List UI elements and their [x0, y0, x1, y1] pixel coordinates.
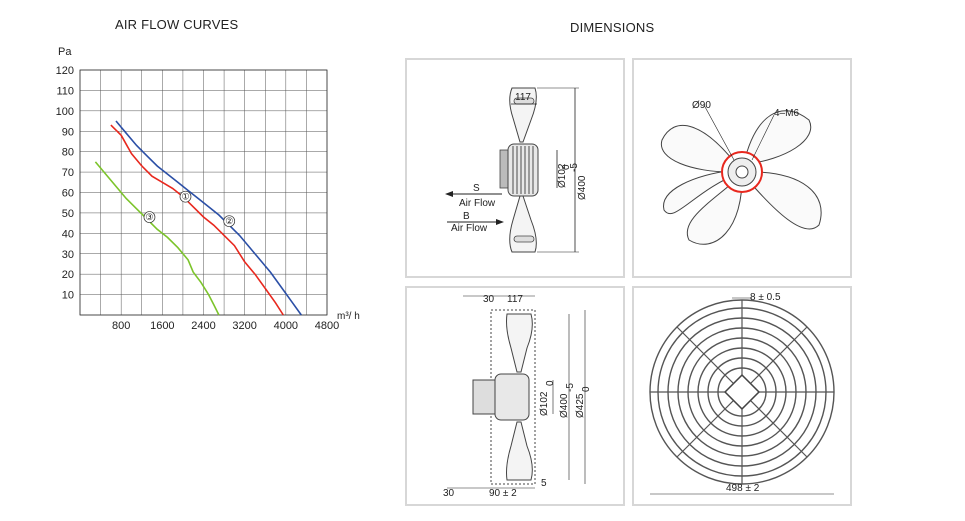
front-view-drawing: Ø90 4–M6 [660, 100, 822, 245]
side-view-drawing: 117 Ø102 0 Ø400 -5 S Air Flow B Air Flow [445, 87, 588, 253]
curve-marker-1 [179, 190, 192, 203]
y-axis-label: Pa [58, 46, 72, 58]
curve-label-2: ② [225, 216, 233, 226]
x-tick-label: 3200 [232, 320, 256, 332]
y-tick-label: 80 [62, 147, 74, 159]
plot-frame [79, 69, 328, 316]
y-tick-label: 110 [56, 85, 74, 97]
chart-title: AIR FLOW CURVES [115, 17, 239, 32]
y-tick-label: 100 [56, 106, 74, 118]
dim-498: 498 ± 2 [726, 483, 760, 494]
side-view-panel: 117 Ø102 0 Ø400 -5 S Air Flow B Air Flow [405, 58, 625, 278]
series-line-3 [94, 161, 220, 316]
x-axis-label: m³/ h [337, 311, 360, 322]
flow-s-text: Air Flow [459, 198, 496, 209]
y-tick-label: 70 [62, 167, 74, 179]
dim-425-tol: 0 [581, 386, 592, 392]
guard-front-panel: 8 ± 0.5 498 ± 2 [632, 286, 852, 506]
dim-30-top: 30 [483, 294, 495, 305]
dimensions-title: DIMENSIONS [570, 20, 655, 35]
dim-425: Ø425 [575, 393, 586, 418]
dim-117: 117 [515, 92, 531, 103]
y-tick-label: 120 [56, 65, 74, 77]
y-tick-label: 60 [62, 188, 74, 200]
x-tick-label: 4800 [315, 320, 339, 332]
y-tick-label: 50 [62, 208, 74, 220]
y-tick-label: 30 [62, 249, 74, 261]
dim-8: 8 ± 0.5 [750, 292, 781, 303]
x-tick-label: 1600 [150, 320, 174, 332]
dim-90-bottom: 90 ± 2 [489, 488, 517, 499]
guard-side-drawing: 30 117 Ø102 0 Ø400 -5 Ø425 0 30 90 ± 2 5 [443, 294, 592, 499]
guard-front-drawing: 8 ± 0.5 498 ± 2 [649, 292, 835, 495]
dim-102-tol: 0 [545, 380, 556, 386]
curve-label-1: ① [181, 192, 189, 202]
curve-label-3: ③ [145, 212, 153, 222]
dim-m6: 4–M6 [774, 108, 799, 119]
dim-400: Ø400 [559, 393, 570, 418]
flow-b-label: B [463, 211, 470, 222]
y-tick-label: 40 [62, 228, 74, 240]
flow-b-text: Air Flow [451, 223, 488, 234]
x-tick-label: 2400 [191, 320, 215, 332]
series-line-1 [110, 124, 284, 316]
dim-400: Ø400 [577, 175, 588, 200]
air-flow-chart: 10 20 30 40 50 60 70 80 90 100 110 120 800 1600 2400 32… [56, 46, 360, 332]
dim-102-tol: 0 [561, 164, 572, 170]
front-view-panel: Ø90 4–M6 [632, 58, 852, 278]
x-tick-label: 800 [112, 320, 130, 332]
y-tick-label: 20 [62, 269, 74, 281]
dim-102: Ø102 [539, 391, 550, 416]
x-tick-label: 4000 [274, 320, 298, 332]
curve-marker-3 [143, 211, 156, 223]
dim-400-tol: -5 [569, 163, 580, 172]
dim-102: Ø102 [557, 163, 568, 188]
guard-side-panel: 30 117 Ø102 0 Ø400 -5 Ø425 0 30 90 ± 2 5 [405, 286, 625, 506]
dim-117-top: 117 [507, 294, 523, 305]
flow-s-label: S [473, 183, 480, 194]
dim-400-tol: -5 [565, 383, 576, 392]
dim-90: Ø90 [692, 100, 711, 111]
y-tick-label: 90 [62, 126, 74, 138]
y-tick-label: 10 [62, 290, 74, 302]
curve-marker-2 [223, 215, 236, 228]
series-line-2 [115, 120, 302, 316]
dim-5: 5 [541, 478, 547, 489]
dim-30-bottom: 30 [443, 488, 455, 499]
